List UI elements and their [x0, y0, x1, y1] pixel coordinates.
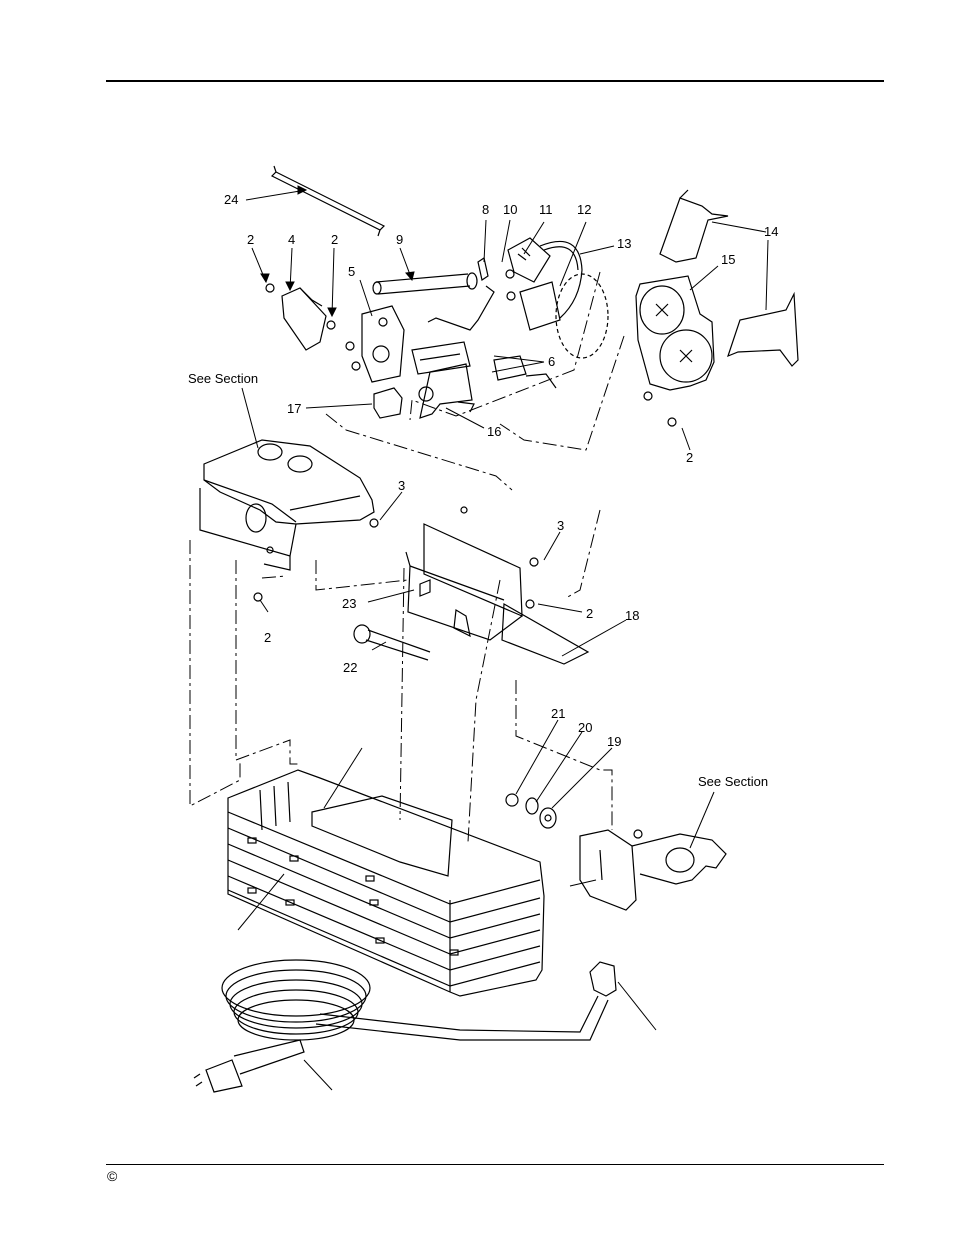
- part-6-bracket: [411, 341, 557, 389]
- part-13-disc: [555, 273, 609, 359]
- part-8-clip: [477, 257, 489, 281]
- part-base-heater-body: [227, 769, 545, 997]
- see-section-note: See Section: [698, 774, 768, 789]
- part-16-bracket: [418, 363, 475, 419]
- part-2-screw: [326, 320, 336, 330]
- callout-20: 20: [578, 720, 592, 735]
- part-22-pin: [353, 624, 431, 661]
- part-24-rod: [270, 165, 386, 237]
- callout-3: 3: [557, 518, 564, 533]
- part-12-thermostat: [506, 240, 583, 331]
- header-rule: [106, 80, 884, 82]
- callout-9: 9: [396, 232, 403, 247]
- callout-6: 6: [548, 354, 555, 369]
- callout-14: 14: [764, 224, 778, 239]
- part-4-cover: [281, 287, 327, 351]
- copyright-symbol: ©: [107, 1168, 118, 1184]
- part-14-guard-right: [727, 291, 799, 367]
- callout-24: 24: [224, 192, 238, 207]
- see-section-note: See Section: [188, 371, 258, 386]
- callout-2: 2: [686, 450, 693, 465]
- part-right-bracket: [579, 829, 727, 911]
- callout-2: 2: [264, 630, 271, 645]
- part-5-bracket: [345, 305, 405, 383]
- callout-23: 23: [342, 596, 356, 611]
- callout-19: 19: [607, 734, 621, 749]
- callout-2: 2: [586, 606, 593, 621]
- part-14-guard-top: [659, 189, 729, 263]
- part-2-screw: [265, 283, 275, 293]
- footer-rule: [106, 1164, 884, 1165]
- callout-21: 21: [551, 706, 565, 721]
- part-10-nut: [505, 269, 515, 279]
- callout-13: 13: [617, 236, 631, 251]
- part-11-switch: [507, 237, 551, 283]
- callout-12: 12: [577, 202, 591, 217]
- callout-22: 22: [343, 660, 357, 675]
- callout-4: 4: [288, 232, 295, 247]
- callout-10: 10: [503, 202, 517, 217]
- callout-2: 2: [247, 232, 254, 247]
- part-center-panel: [405, 506, 590, 665]
- callout-8: 8: [482, 202, 489, 217]
- part-link-rod: [427, 285, 495, 331]
- part-15-fan-plate: [635, 275, 715, 427]
- part-power-cord: [193, 959, 617, 1093]
- part-19-21-knob-parts: [505, 793, 557, 829]
- callout-17: 17: [287, 401, 301, 416]
- part-17-block: [373, 387, 403, 419]
- callout-2: 2: [331, 232, 338, 247]
- part-upper-housing: [199, 439, 379, 602]
- part-9-tube: [372, 272, 478, 295]
- callout-15: 15: [721, 252, 735, 267]
- callout-16: 16: [487, 424, 501, 439]
- callout-18: 18: [625, 608, 639, 623]
- callout-11: 11: [539, 202, 553, 217]
- callout-5: 5: [348, 264, 355, 279]
- callout-3: 3: [398, 478, 405, 493]
